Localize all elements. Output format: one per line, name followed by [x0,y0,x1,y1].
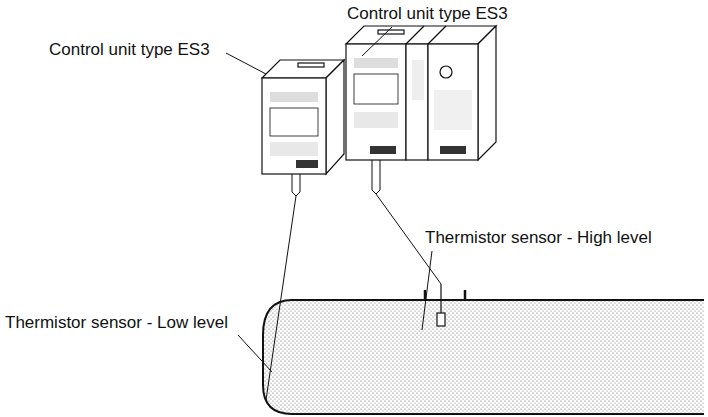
sensor-label: Thermistor sensor - Low level [4,313,229,333]
unit-label: Control unit type ES3 [48,40,211,60]
sensor-label: Thermistor sensor - High level [424,228,653,248]
leader-lines [226,27,432,372]
tank [263,284,704,414]
control-unit-single [262,60,344,174]
unit-label: Control unit type ES3 [346,4,509,24]
control-unit-group [346,26,496,160]
sensor-wires [266,160,441,400]
